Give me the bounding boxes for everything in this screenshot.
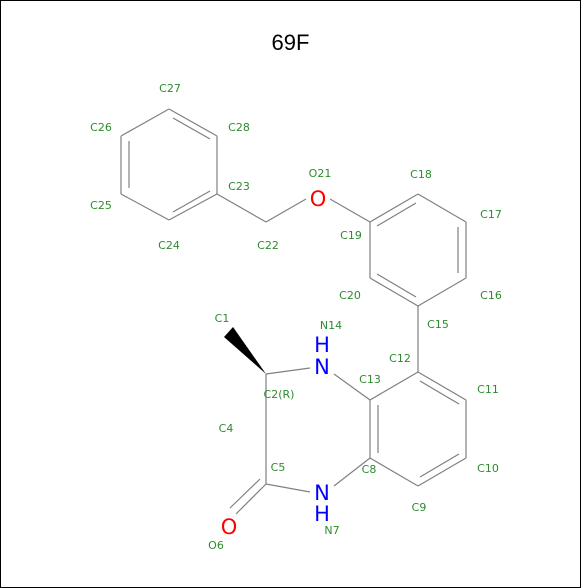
bonds xyxy=(120,108,467,515)
bond-o21-c19 xyxy=(329,198,371,223)
bond-c18-c17 xyxy=(417,193,467,223)
atom-label: C16 xyxy=(480,289,502,302)
atom-labels: C27 C26 C28 C23 C25 C24 C22 O21 C18 C17 … xyxy=(90,82,502,552)
atom-label: C9 xyxy=(412,501,427,514)
atom-n7-hydrogen: H xyxy=(314,502,330,526)
atom-label: O6 xyxy=(208,539,224,552)
atom-o21-symbol: O xyxy=(310,187,327,211)
bond-c19-c18-inner xyxy=(376,202,417,227)
atom-label: C4 xyxy=(219,422,234,435)
bond-c5-o6 xyxy=(235,483,267,515)
atom-label: C28 xyxy=(228,121,250,134)
bond-c5-o6-double xyxy=(229,478,261,509)
atom-label: N7 xyxy=(324,524,339,537)
atom-label: C1 xyxy=(215,312,230,325)
bond-c19-c18 xyxy=(369,193,419,223)
bond-c10-c9-inner xyxy=(419,453,460,478)
atom-label: C19 xyxy=(340,229,362,242)
atom-n14-symbol: N xyxy=(314,355,330,379)
bond-c23-c24-inner xyxy=(172,190,211,213)
atom-label: C15 xyxy=(427,318,449,331)
bond-c27-c28 xyxy=(168,108,218,137)
atom-label: C27 xyxy=(159,82,181,95)
atom-label: O21 xyxy=(309,167,332,180)
atom-label: C20 xyxy=(339,289,361,302)
bond-c23-c22 xyxy=(216,193,267,223)
bond-c22-o21 xyxy=(265,198,307,223)
bond-c16-c15 xyxy=(417,277,467,307)
bond-c13-n14 xyxy=(333,373,371,401)
bond-n14-c2 xyxy=(265,367,311,375)
bond-c26-c27 xyxy=(120,108,170,137)
atom-label: C18 xyxy=(410,168,432,181)
bond-c9-c8 xyxy=(369,457,419,487)
bond-c13-c12 xyxy=(369,371,419,401)
stereo-wedge-bond xyxy=(224,327,266,374)
bond-c24-c25 xyxy=(120,193,170,221)
atom-n7-symbol: N xyxy=(314,481,330,505)
bond-c15-c20-inner xyxy=(376,273,417,298)
atom-label: C23 xyxy=(228,180,250,193)
atom-label: C11 xyxy=(477,383,499,396)
atom-label: C8 xyxy=(362,463,377,476)
bond-c5-n7 xyxy=(265,483,311,493)
bond-c12-c11 xyxy=(417,371,467,401)
atom-label: C10 xyxy=(477,462,499,475)
atom-label: C24 xyxy=(158,239,180,252)
atom-label: C25 xyxy=(90,199,112,212)
atom-n14-hydrogen: H xyxy=(314,333,330,357)
atom-label: C12 xyxy=(389,352,411,365)
bond-c10-c9 xyxy=(417,457,467,487)
atom-label: C13 xyxy=(359,373,381,386)
molecule-title: 69F xyxy=(271,30,310,55)
bond-c23-c24 xyxy=(168,193,218,221)
atom-label: C2(R) xyxy=(264,388,295,401)
atom-label: C5 xyxy=(271,461,286,474)
bond-c27-c28-inner xyxy=(172,117,211,140)
atom-label: N14 xyxy=(320,319,342,332)
atom-label: C17 xyxy=(480,208,502,221)
atom-o6-symbol: O xyxy=(221,515,238,539)
bond-n7-c8 xyxy=(333,457,371,487)
heteroatoms: O H N N H O xyxy=(221,187,330,539)
atom-label: C26 xyxy=(90,121,112,134)
bond-c12-c11-inner xyxy=(419,380,460,405)
atom-label: C22 xyxy=(257,239,279,252)
bond-c15-c20 xyxy=(369,277,419,307)
